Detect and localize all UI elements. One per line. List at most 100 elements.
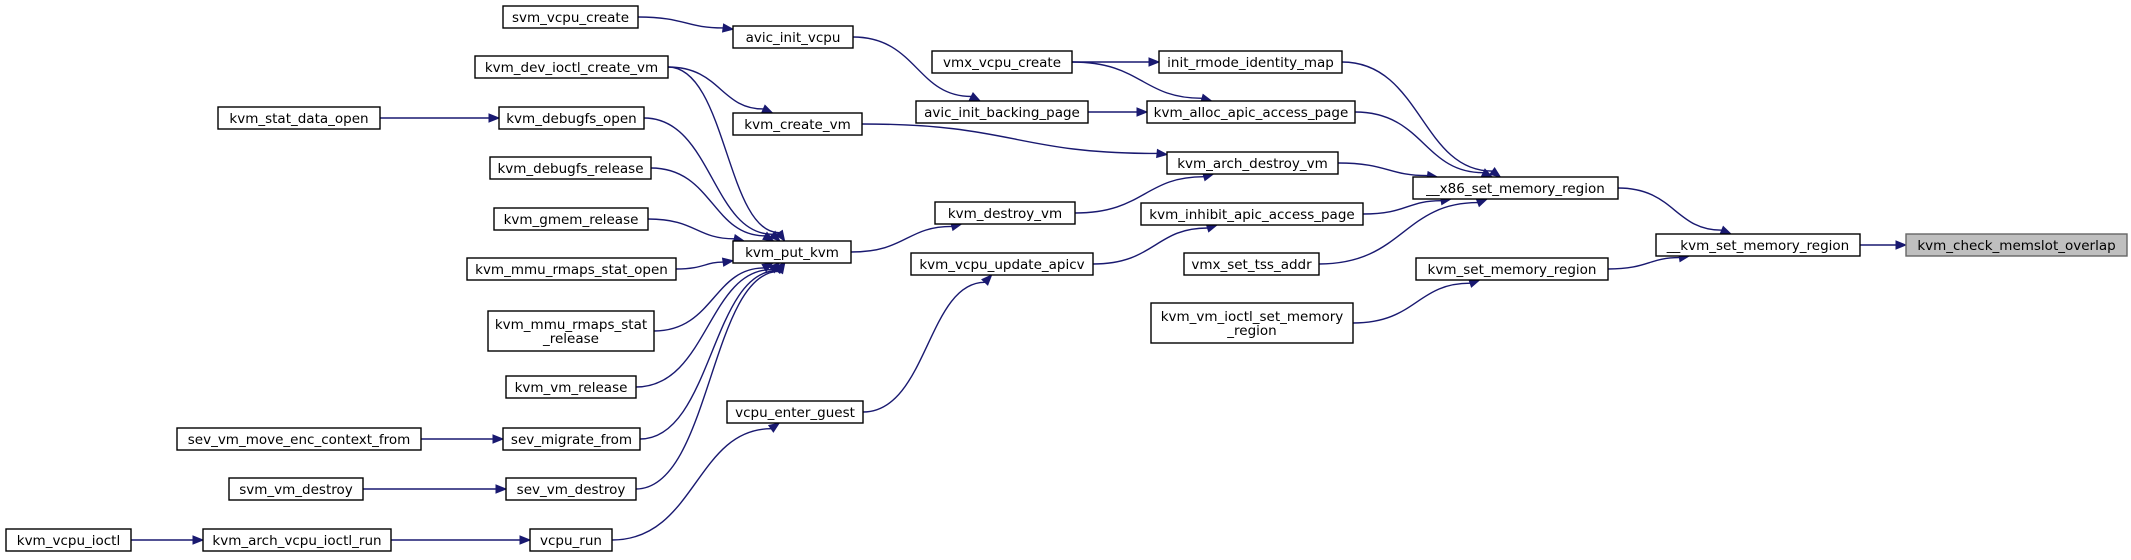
- node-kvm-vm-ioctl-set-memory-region[interactable]: kvm_vm_ioctl_set_memory_region: [1150, 302, 1354, 344]
- edge-kvm-inhibit-apic-access-page-to---x86-set-memory-region: [1362, 199, 1442, 215]
- node-kvm-vm-release[interactable]: kvm_vm_release: [505, 375, 637, 399]
- node-label: kvm_arch_destroy_vm: [1177, 156, 1328, 172]
- edge-kvm-dev-ioctl-create-vm-to-kvm-put-kvm: [667, 66, 780, 234]
- node-kvm-create-vm[interactable]: kvm_create_vm: [732, 112, 863, 136]
- node-box: [228, 477, 364, 501]
- node-box: [5, 528, 132, 552]
- node-kvm-put-kvm[interactable]: kvm_put_kvm: [732, 240, 852, 264]
- node-box: [910, 252, 1094, 276]
- edge-init-rmode-identity-map-to---x86-set-memory-region: [1341, 61, 1493, 172]
- node-box: [489, 156, 652, 180]
- node-avic-init-backing-page[interactable]: avic_init_backing_page: [915, 100, 1089, 124]
- node-box: [915, 100, 1089, 124]
- node-label: sev_migrate_from: [511, 432, 632, 448]
- edge-avic-init-vcpu-to-avic-init-backing-page: [852, 36, 972, 98]
- node---x86-set-memory-region[interactable]: __x86_set_memory_region: [1412, 176, 1619, 200]
- node-svm-vm-destroy[interactable]: svm_vm_destroy: [228, 477, 364, 501]
- node-label: __kvm_set_memory_region: [1666, 238, 1849, 254]
- node-box: [1146, 100, 1356, 124]
- node-box: [529, 528, 613, 552]
- edge-arrowhead: [762, 231, 775, 242]
- node-vmx-set-tss-addr[interactable]: vmx_set_tss_addr: [1183, 252, 1320, 276]
- node-label: kvm_debugfs_open: [506, 111, 637, 127]
- node-label: avic_init_backing_page: [924, 105, 1080, 121]
- node-box: [934, 201, 1076, 225]
- node-kvm-alloc-apic-access-page[interactable]: kvm_alloc_apic_access_page: [1146, 100, 1356, 124]
- node-label: svm_vm_destroy: [239, 482, 353, 498]
- node-vcpu-enter-guest[interactable]: vcpu_enter_guest: [726, 400, 864, 424]
- node-avic-init-vcpu[interactable]: avic_init_vcpu: [732, 25, 854, 49]
- node-label: vcpu_enter_guest: [735, 405, 855, 421]
- node-kvm-vcpu-update-apicv[interactable]: kvm_vcpu_update_apicv: [910, 252, 1094, 276]
- edge-kvm-arch-destroy-vm-to---x86-set-memory-region: [1337, 162, 1428, 177]
- node---kvm-set-memory-region[interactable]: __kvm_set_memory_region: [1655, 233, 1861, 257]
- node-label: kvm_dev_ioctl_create_vm: [485, 60, 658, 76]
- edge-kvm-alloc-apic-access-page-to---x86-set-memory-region: [1354, 111, 1484, 174]
- node-label: kvm_stat_data_open: [229, 111, 368, 127]
- edge-kvm-mmu-rmaps-stat-open-to-kvm-put-kvm: [675, 261, 724, 270]
- node-label: sev_vm_destroy: [517, 482, 626, 498]
- edge-arrowhead: [768, 230, 781, 242]
- node-sev-vm-destroy[interactable]: sev_vm_destroy: [505, 477, 637, 501]
- node-kvm-debugfs-release[interactable]: kvm_debugfs_release: [489, 156, 652, 180]
- node-label: vcpu_run: [540, 533, 602, 549]
- node-label: kvm_vcpu_ioctl: [17, 533, 120, 549]
- node-box: [502, 5, 639, 29]
- edge-arrowhead: [760, 104, 774, 114]
- edge-arrowhead: [767, 422, 781, 433]
- node-kvm-arch-vcpu-ioctl-run[interactable]: kvm_arch_vcpu_ioctl_run: [202, 528, 392, 552]
- node-box: [732, 25, 854, 49]
- node-kvm-debugfs-open[interactable]: kvm_debugfs_open: [498, 106, 645, 130]
- node-label: svm_vcpu_create: [512, 10, 629, 26]
- node-kvm-mmu-rmaps-stat-release[interactable]: kvm_mmu_rmaps_stat_release: [487, 310, 655, 352]
- edge-vmx-vcpu-create-to-kvm-alloc-apic-access-page: [1071, 61, 1202, 100]
- node-label: kvm_vm_ioctl_set_memory: [1161, 309, 1344, 325]
- node-kvm-check-memslot-overlap[interactable]: kvm_check_memslot_overlap: [1905, 233, 2128, 257]
- node-kvm-mmu-rmaps-stat-open[interactable]: kvm_mmu_rmaps_stat_open: [466, 257, 677, 281]
- node-kvm-gmem-release[interactable]: kvm_gmem_release: [493, 207, 649, 231]
- node-kvm-vcpu-ioctl[interactable]: kvm_vcpu_ioctl: [5, 528, 132, 552]
- edge-kvm-vm-ioctl-set-memory-region-to-kvm-set-memory-region: [1352, 282, 1471, 324]
- node-label: kvm_vm_release: [515, 380, 628, 396]
- node-box: [1415, 257, 1609, 281]
- node-label: sev_vm_move_enc_context_from: [188, 432, 411, 448]
- node-box: [1166, 151, 1339, 175]
- node-label: kvm_create_vm: [744, 117, 850, 133]
- edge-kvm-debugfs-release-to-kvm-put-kvm: [650, 167, 765, 237]
- node-svm-vcpu-create[interactable]: svm_vcpu_create: [502, 5, 639, 29]
- node-box: [487, 310, 655, 352]
- node-label: kvm_debugfs_release: [497, 161, 643, 177]
- node-label: kvm_mmu_rmaps_stat_open: [475, 262, 668, 278]
- node-label: avic_init_vcpu: [746, 30, 841, 46]
- node-kvm-dev-ioctl-create-vm[interactable]: kvm_dev_ioctl_create_vm: [474, 55, 669, 79]
- node-vcpu-run[interactable]: vcpu_run: [529, 528, 613, 552]
- node-label: _release: [542, 331, 599, 347]
- node-vmx-vcpu-create[interactable]: vmx_vcpu_create: [931, 50, 1073, 74]
- node-kvm-stat-data-open[interactable]: kvm_stat_data_open: [217, 106, 381, 130]
- edge-kvm-set-memory-region-to---kvm-set-memory-region: [1607, 256, 1680, 270]
- node-kvm-destroy-vm[interactable]: kvm_destroy_vm: [934, 201, 1076, 225]
- edge-vcpu-run-to-vcpu-enter-guest: [611, 428, 772, 541]
- node-kvm-arch-destroy-vm[interactable]: kvm_arch_destroy_vm: [1166, 151, 1339, 175]
- edge-kvm-gmem-release-to-kvm-put-kvm: [647, 218, 735, 240]
- node-box: [505, 477, 637, 501]
- edge-arrowhead: [495, 484, 508, 494]
- edge-arrowhead: [1136, 107, 1149, 117]
- node-label: kvm_inhibit_apic_access_page: [1149, 207, 1354, 223]
- edge-kvm-destroy-vm-to-kvm-arch-destroy-vm: [1074, 176, 1204, 214]
- node-box: [493, 207, 649, 231]
- node-box: [502, 427, 641, 451]
- node-sev-migrate-from[interactable]: sev_migrate_from: [502, 427, 641, 451]
- node-kvm-set-memory-region[interactable]: kvm_set_memory_region: [1415, 257, 1609, 281]
- node-init-rmode-identity-map[interactable]: init_rmode_identity_map: [1158, 50, 1343, 74]
- edge-arrowhead: [519, 535, 532, 545]
- edge-vmx-set-tss-addr-to---x86-set-memory-region: [1318, 201, 1478, 265]
- node-kvm-inhibit-apic-access-page[interactable]: kvm_inhibit_apic_access_page: [1140, 202, 1364, 226]
- edge-arrowhead: [1719, 225, 1733, 235]
- node-sev-vm-move-enc-context-from[interactable]: sev_vm_move_enc_context_from: [176, 427, 422, 451]
- edge-kvm-mmu-rmaps-stat-release-to-kvm-put-kvm: [653, 267, 765, 332]
- edge-arrowhead: [1489, 166, 1502, 178]
- node-label: vmx_vcpu_create: [943, 55, 1061, 71]
